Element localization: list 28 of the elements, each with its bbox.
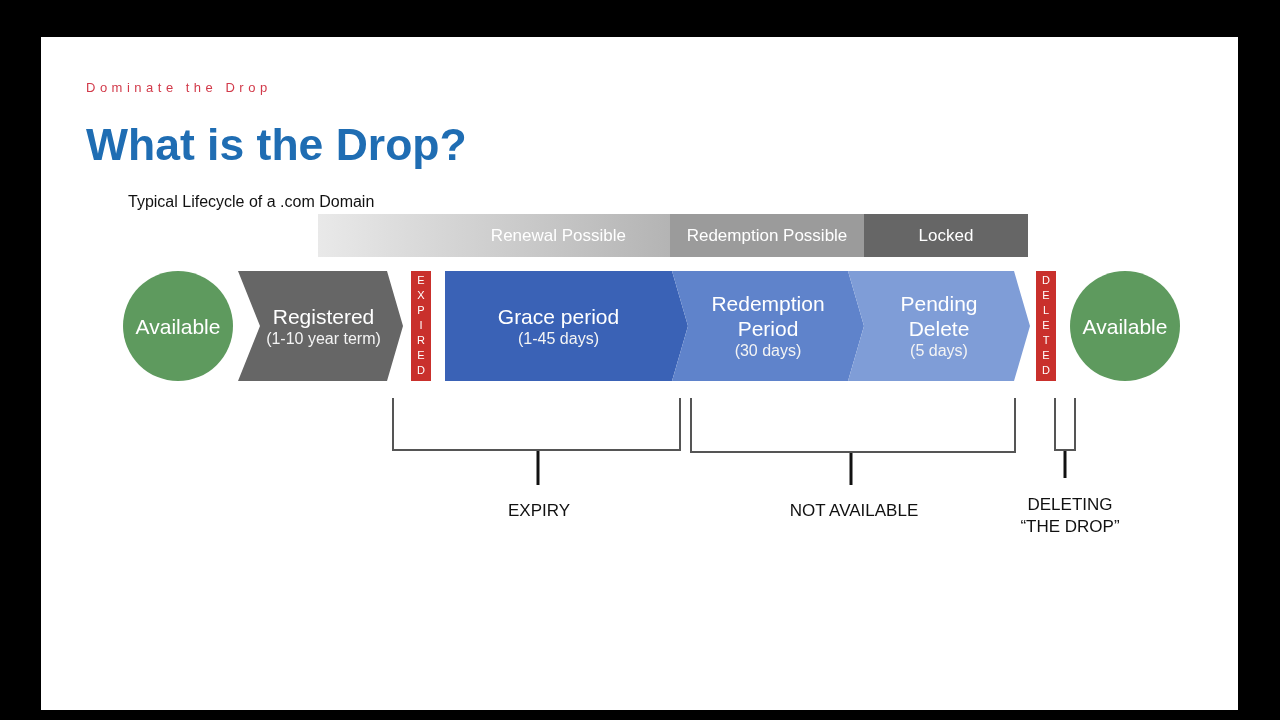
stage-name: Pending Delete: [899, 291, 979, 341]
stage-segment: [445, 271, 688, 381]
phase-band: [318, 214, 670, 257]
stage-name: Grace period: [497, 303, 620, 329]
stage-segment: [672, 271, 864, 381]
state-label: Available: [135, 313, 221, 339]
status-label: DELETED: [1040, 273, 1052, 379]
subtitle: Typical Lifecycle of a .com Domain: [128, 193, 375, 211]
phase-label: Renewal Possible: [490, 225, 626, 246]
phase-label: Redemption Possible: [686, 225, 848, 246]
stage-segment: [848, 271, 1030, 381]
bracket-label: EXPIRY: [506, 500, 572, 522]
bracket-label: DELETING “THE DROP”: [1019, 494, 1121, 538]
phase-label: Locked: [918, 225, 974, 246]
phase-band: [864, 214, 1028, 257]
stage-segment: [238, 271, 403, 381]
state-label: Available: [1082, 313, 1168, 339]
slide-title: What is the Drop?: [86, 120, 467, 170]
stage-duration: (1-45 days): [518, 328, 599, 349]
stage-duration: (5 days): [910, 341, 968, 361]
stage-name: Registered: [272, 303, 375, 329]
status-label: EXPIRED: [415, 273, 427, 379]
section-kicker: Dominate the Drop: [86, 80, 272, 96]
stage-duration: (1-10 year term): [266, 328, 381, 349]
stage-duration: (30 days): [734, 341, 802, 361]
stage-name: Redemption Period: [710, 291, 826, 341]
phase-band: [670, 214, 864, 257]
bracket-label: NOT AVAILABLE: [788, 500, 920, 522]
